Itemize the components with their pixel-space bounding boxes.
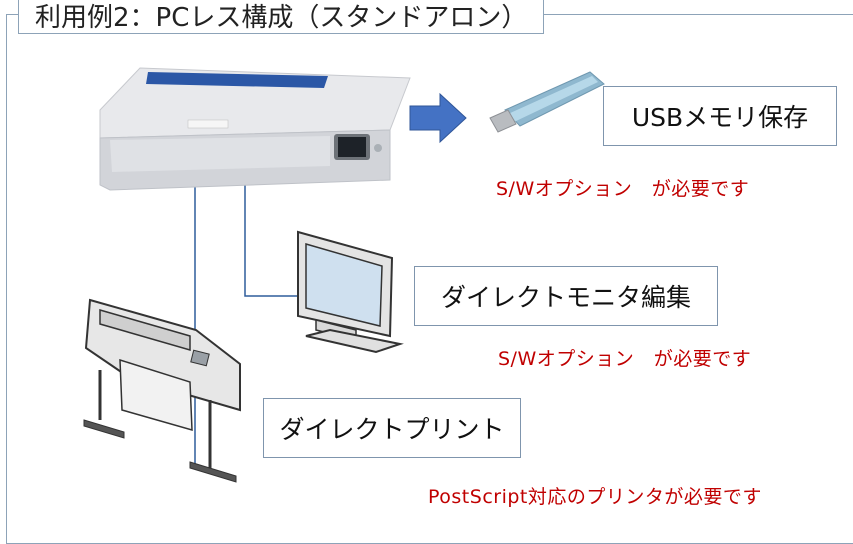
monitor-icon	[297, 230, 404, 354]
monitor-edit-label: ダイレクトモニタ編集	[414, 266, 718, 326]
monitor-connector	[244, 180, 302, 297]
diagram-canvas	[83, 67, 605, 483]
usb-memory-label: USBメモリ保存	[603, 86, 837, 146]
scanner-icon	[99, 67, 411, 191]
usb-memory-icon	[489, 71, 605, 133]
printer-icon	[83, 298, 241, 483]
direct-print-note: PostScript対応のプリンタが必要です	[428, 486, 762, 508]
connector-lines	[194, 180, 302, 468]
arrow-right-icon	[409, 92, 467, 144]
diagram-title: 利用例2：PCレス構成（スタンドアロン）	[18, 0, 545, 34]
direct-print-label: ダイレクトプリント	[263, 398, 521, 458]
monitor-edit-note: S/Wオプション が必要です	[498, 348, 752, 370]
usb-memory-note: S/Wオプション が必要です	[496, 178, 750, 200]
